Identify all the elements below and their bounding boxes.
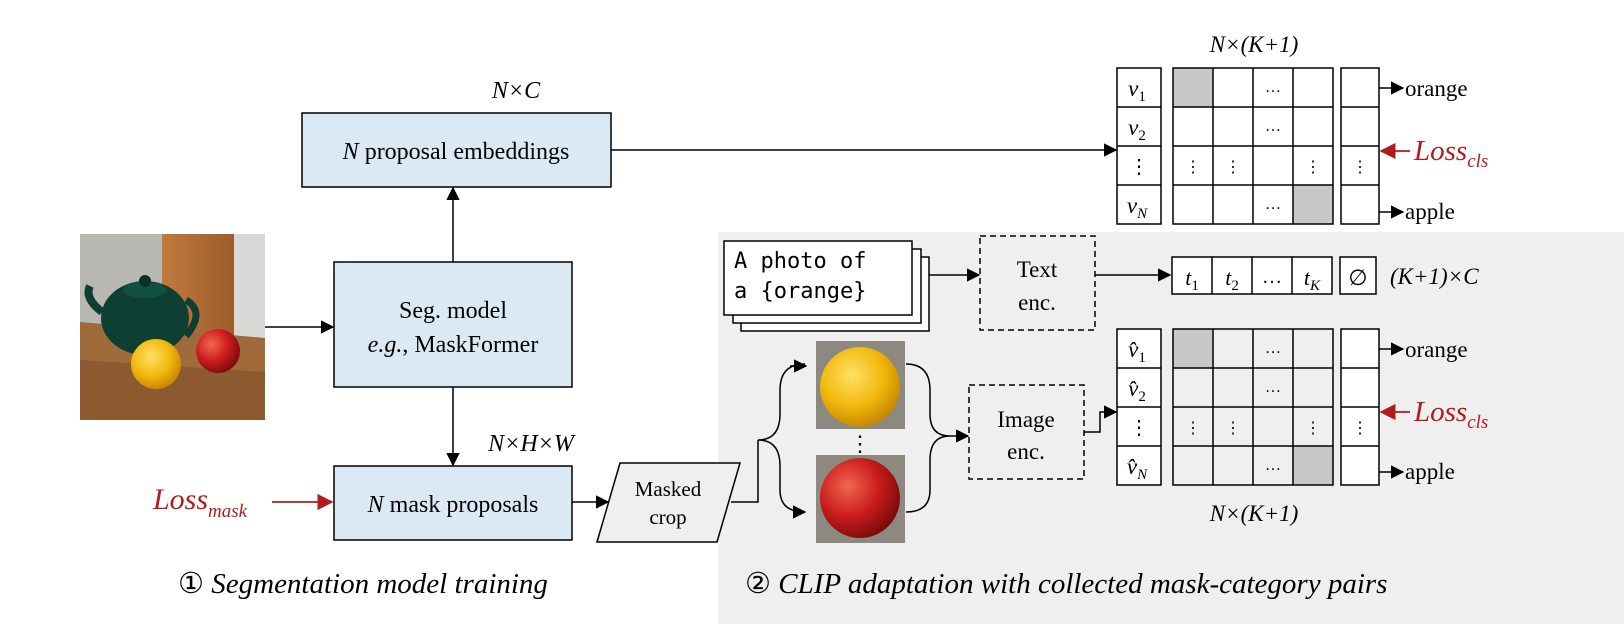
bottom-similarity-grid [1172, 328, 1334, 486]
image-encoder-to-matrix-arrow [1084, 405, 1118, 433]
bottom-visual-embedding-column [1116, 328, 1162, 486]
image-encoder-line1: Image [997, 407, 1054, 432]
top-grid-vdots-2: ⋮ [1225, 159, 1241, 176]
loss-mask-label: Lossmask [152, 483, 248, 522]
bottom-matrix-dims-label: N×(K+1) [1209, 501, 1299, 526]
text-token-empty: ∅ [1348, 265, 1367, 290]
seg-model-example: e.g., MaskFormer [368, 332, 539, 358]
bottom-orange-label: orange [1405, 337, 1468, 362]
bottom-grid-vdots-3: ⋮ [1305, 420, 1321, 437]
text-encoder-box [979, 235, 1096, 331]
section2-caption: ② CLIP adaptation with collected mask-ca… [745, 568, 1387, 600]
mask-proposals-box [333, 465, 573, 541]
top-grid-ellipsis-3: … [1265, 196, 1281, 213]
bottom-grid-vdots-2: ⋮ [1225, 420, 1241, 437]
seg-model-box [333, 261, 573, 388]
cropped-apple-image [816, 455, 905, 543]
prompt-line2: a {orange} [734, 279, 866, 304]
masked-crop-line2: crop [649, 505, 686, 529]
top-grid-vdots-1: ⋮ [1185, 159, 1201, 176]
image-encoder-line2: enc. [1007, 439, 1045, 464]
text-token-t2: t2 [1225, 265, 1239, 294]
text-token-row [1171, 256, 1377, 295]
crop-brace [757, 363, 807, 519]
proposal-embeddings-box [301, 112, 612, 188]
images-vertical-ellipsis: ⋮ [849, 431, 871, 456]
bottom-empty-column [1340, 328, 1380, 486]
bottom-row-vdots: ⋮ [1129, 417, 1149, 439]
bottom-row-vn: v̂N [1127, 454, 1148, 483]
crop-to-images-connector [731, 440, 759, 503]
bottom-empty-column-vdots: ⋮ [1352, 420, 1368, 437]
top-grid-ellipsis-2: … [1265, 118, 1281, 135]
prompt-line1: A photo of [734, 249, 866, 274]
embedding-dims-label: N×C [491, 78, 541, 104]
top-row-vn: vN [1127, 193, 1148, 222]
prompt-card-stack [723, 240, 930, 332]
bottom-grid-ellipsis-2: … [1265, 379, 1281, 396]
mask-proposals-label: N mask proposals [367, 492, 539, 518]
top-row-vdots: ⋮ [1129, 156, 1149, 178]
text-encoder-line1: Text [1017, 257, 1058, 282]
section1-caption: ① Segmentation model training [178, 568, 548, 600]
bottom-loss-cls-label: Losscls [1413, 396, 1488, 433]
seg-model-label: Seg. model [399, 298, 507, 324]
text-token-t1: t1 [1185, 265, 1199, 294]
bottom-apple-label: apple [1405, 459, 1455, 484]
top-orange-label: orange [1405, 76, 1468, 101]
top-matrix-dims-label: N×(K+1) [1209, 32, 1299, 57]
bottom-row-v1: v̂1 [1128, 337, 1146, 366]
cropped-orange-image [816, 341, 905, 429]
text-encoder-line2: enc. [1018, 290, 1056, 315]
top-grid-vdots-3: ⋮ [1305, 159, 1321, 176]
bottom-grid-ellipsis-3: … [1265, 457, 1281, 474]
top-similarity-grid [1172, 67, 1334, 225]
mask-dims-label: N×H×W [487, 431, 576, 457]
top-row-v1: v1 [1128, 76, 1146, 105]
masked-crop-box [596, 462, 741, 543]
proposal-embeddings-label: N proposal embeddings [342, 139, 570, 165]
top-empty-column [1340, 67, 1380, 225]
top-visual-embedding-column [1116, 67, 1162, 225]
top-row-v2: v2 [1128, 115, 1146, 144]
text-embedding-dims-label: (K+1)×C [1390, 264, 1479, 289]
bottom-grid-ellipsis-1: … [1265, 340, 1281, 357]
top-apple-label: apple [1405, 199, 1455, 224]
top-loss-cls-label: Losscls [1413, 135, 1488, 172]
top-grid-ellipsis-1: … [1265, 79, 1281, 96]
text-token-ellipsis: … [1262, 266, 1282, 288]
top-empty-column-vdots: ⋮ [1352, 159, 1368, 176]
image-encoder-box [968, 384, 1085, 480]
input-photo [80, 234, 265, 420]
text-token-tk: tK [1304, 265, 1321, 294]
masked-crop-line1: Masked [635, 477, 702, 501]
bottom-row-v2: v̂2 [1128, 376, 1146, 405]
bottom-grid-vdots-1: ⋮ [1185, 420, 1201, 437]
